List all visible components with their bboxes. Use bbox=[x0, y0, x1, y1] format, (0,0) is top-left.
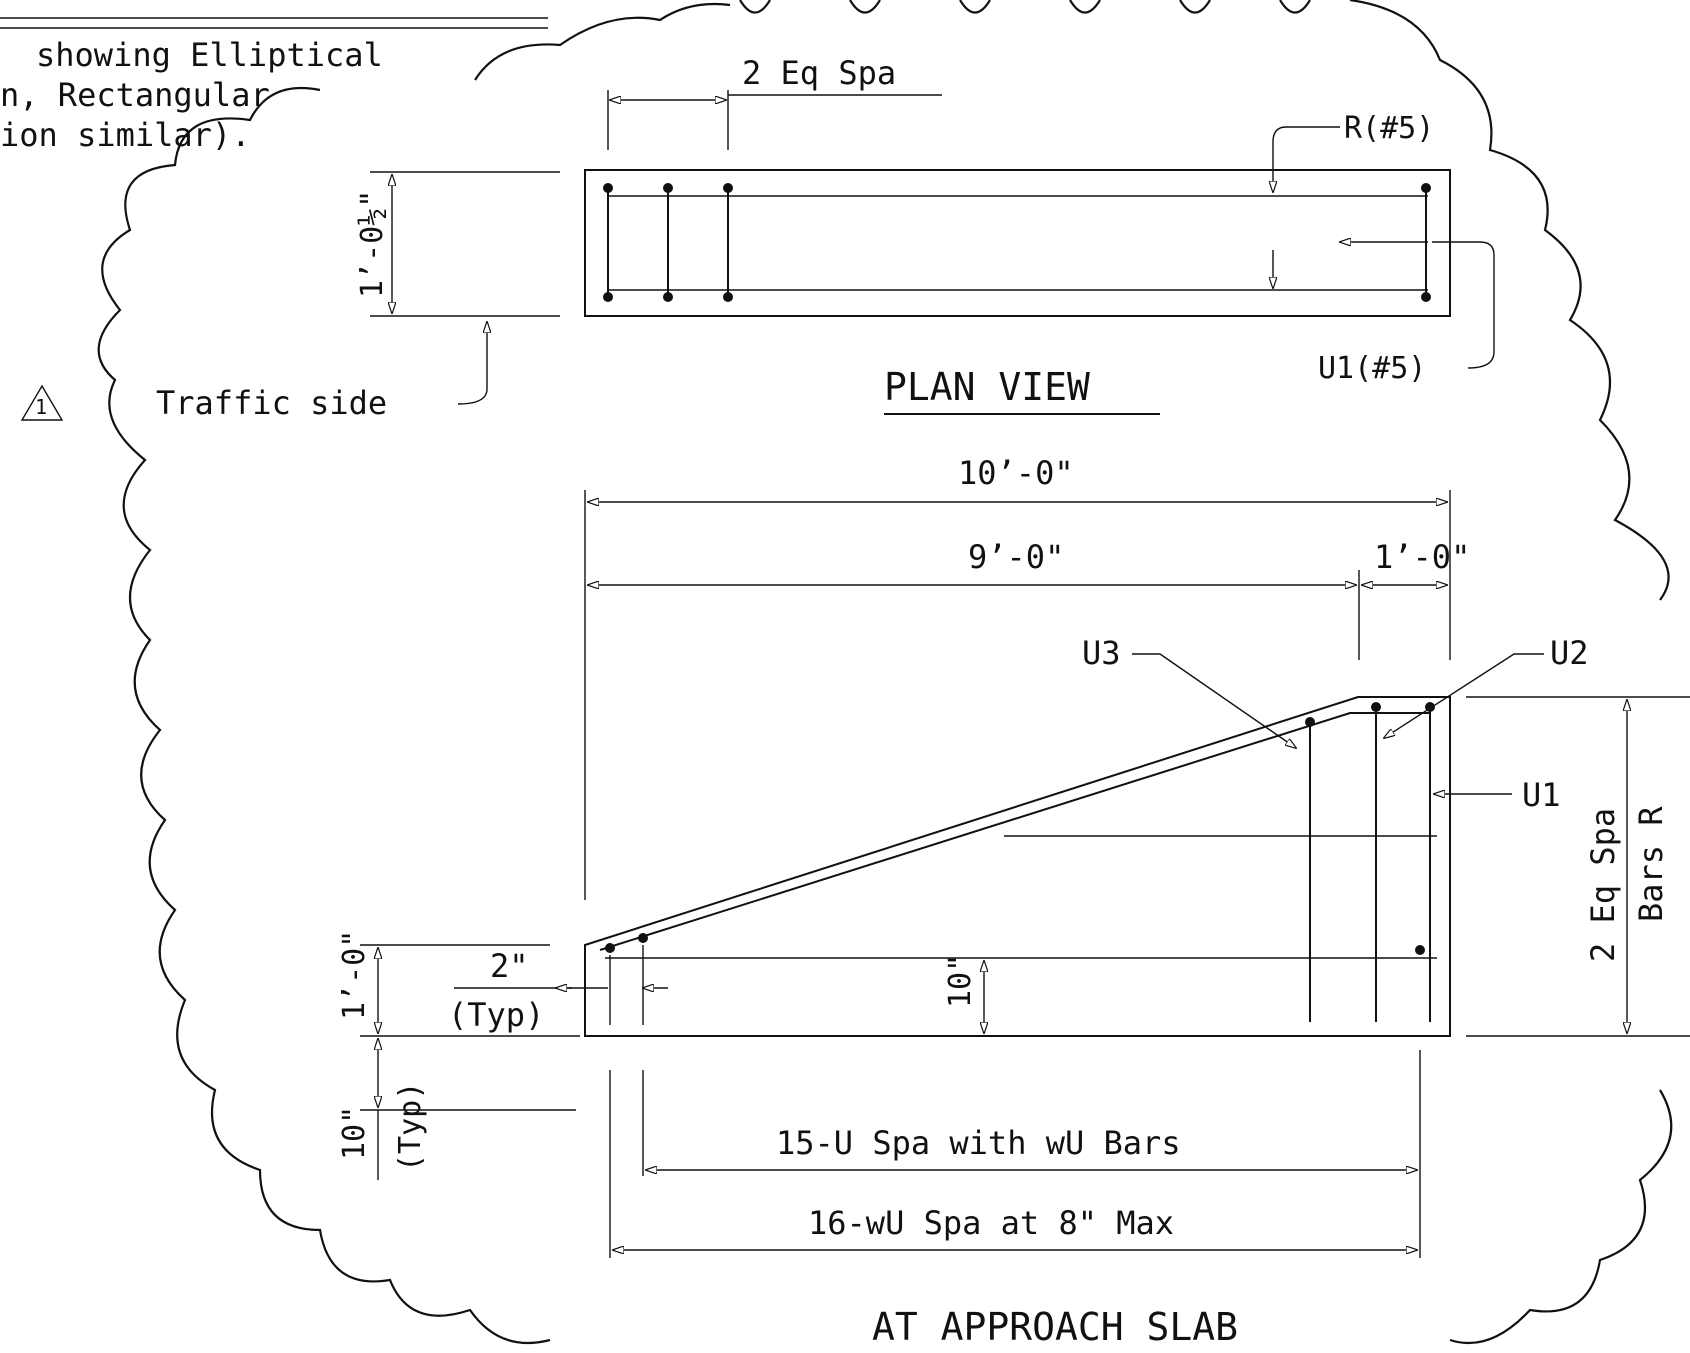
bar-dot bbox=[603, 292, 613, 302]
revision-number: 1 bbox=[35, 395, 47, 419]
typ-label-1: (Typ) bbox=[448, 996, 544, 1034]
plan-view: 2 Eq Spa R(#5) U1(#5) 1’-0½" Traffic sid… bbox=[156, 54, 1495, 422]
approach-slab-title: AT APPROACH SLAB bbox=[872, 1305, 1238, 1349]
bar-dot bbox=[663, 183, 673, 193]
notes-line-1: showing Elliptical bbox=[36, 36, 383, 74]
traffic-side-leader bbox=[457, 322, 487, 405]
bars-r-label: Bars R bbox=[1632, 806, 1670, 922]
bar-dot bbox=[1421, 183, 1431, 193]
revision-triangle: 1 bbox=[20, 384, 64, 421]
dim-10in-left-label: 10" bbox=[337, 1106, 372, 1160]
bar-dot bbox=[638, 933, 648, 943]
bar-dot bbox=[1305, 717, 1315, 727]
right-eq-spa-label: 2 Eq Spa bbox=[1584, 808, 1622, 962]
bar-dot bbox=[723, 292, 733, 302]
plan-bar-r-label: R(#5) bbox=[1344, 111, 1434, 146]
dim-10in-label: 10" bbox=[943, 954, 978, 1008]
bar-dot bbox=[1371, 702, 1381, 712]
barrier-outline bbox=[584, 696, 1451, 1037]
bar-dot bbox=[1421, 292, 1431, 302]
dim-2in-label: 2" bbox=[490, 947, 529, 985]
bar-dot bbox=[605, 943, 615, 953]
notes-block: showing Elliptical n, Rectangular ion si… bbox=[0, 17, 548, 154]
u3-label: U3 bbox=[1082, 634, 1121, 672]
dim-1ft-left-label: 1’-0" bbox=[337, 930, 372, 1020]
u1-label: U1 bbox=[1522, 776, 1561, 814]
dim-1ft-label: 1’-0" bbox=[1374, 538, 1470, 576]
plan-outline bbox=[584, 169, 1451, 317]
u2-leader bbox=[1384, 653, 1544, 738]
typ-label-2: (Typ) bbox=[393, 1082, 428, 1172]
u2-label: U2 bbox=[1550, 634, 1589, 672]
u3-leader bbox=[1132, 653, 1296, 748]
plan-view-title: PLAN VIEW bbox=[884, 365, 1090, 409]
bar-dot bbox=[723, 183, 733, 193]
spacing-15u-label: 15-U Spa with wU Bars bbox=[776, 1124, 1181, 1162]
bar-dot bbox=[603, 183, 613, 193]
revision-cloud bbox=[97, 0, 1673, 1345]
notes-line-2: n, Rectangular bbox=[0, 76, 270, 114]
elevation-view: 10’-0" 9’-0" 1’-0" U3 U2 U1 2 Eq Sp bbox=[337, 454, 1690, 1349]
bar-dot bbox=[1415, 945, 1425, 955]
plan-eq-spa-label: 2 Eq Spa bbox=[742, 54, 896, 92]
plan-bar-u1-label: U1(#5) bbox=[1318, 351, 1426, 386]
traffic-side-label: Traffic side bbox=[156, 384, 387, 422]
spacing-16wu-label: 16-wU Spa at 8" Max bbox=[808, 1204, 1174, 1242]
notes-line-3: ion similar). bbox=[0, 116, 250, 154]
r-leader bbox=[1273, 126, 1340, 192]
dim-9ft-label: 9’-0" bbox=[968, 538, 1064, 576]
dim-10ft-label: 10’-0" bbox=[958, 454, 1074, 492]
sloped-bar bbox=[599, 712, 1430, 951]
u1-leader bbox=[1432, 241, 1495, 369]
plan-thickness-label: 1’-0½" bbox=[355, 190, 390, 298]
bar-dot bbox=[663, 292, 673, 302]
